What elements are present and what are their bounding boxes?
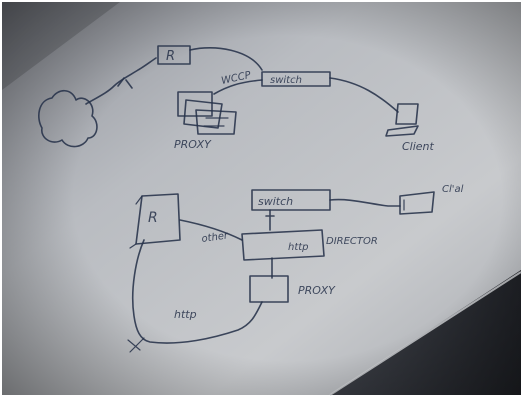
- top-diagram: R WCCP switch PROXY Client: [38, 45, 435, 153]
- router-icon: [135, 193, 181, 245]
- http-loop-label: http: [174, 308, 197, 321]
- http-loop-link: [131, 239, 263, 344]
- proxy-icon: [249, 275, 289, 303]
- director-icon: [241, 229, 325, 261]
- laptop-icon: [399, 191, 435, 215]
- proxy-label: PROXY: [174, 138, 212, 151]
- router-director-link: [179, 219, 243, 241]
- proxy-cluster-icon: [177, 91, 237, 135]
- proxy-label-bottom: PROXY: [298, 284, 336, 297]
- switch-director-link: [265, 209, 275, 231]
- switch-client-link: [329, 77, 399, 113]
- router-label-bottom: R: [148, 210, 158, 226]
- other-label: other: [201, 230, 230, 245]
- switch-icon: [251, 189, 331, 211]
- loop-tick: [127, 337, 145, 353]
- director-box-label: http: [288, 242, 309, 253]
- link-zigzag: [117, 77, 133, 89]
- switch-client-link: [329, 198, 401, 207]
- cloud-icon: [38, 89, 98, 148]
- router-label: R: [166, 49, 175, 64]
- director-label: DIRECTOR: [326, 236, 378, 247]
- switch-label-bottom: switch: [258, 195, 293, 208]
- router-switch-link: [189, 47, 263, 71]
- switch-icon: [261, 71, 331, 87]
- cloud-router-link: [85, 57, 157, 105]
- client-label: Client: [402, 140, 435, 153]
- bottom-diagram: R switch Cl'al http DIRECTOR other PROXY…: [127, 184, 464, 353]
- router-fold: [135, 195, 143, 205]
- router-base: [129, 243, 137, 249]
- client-label-bottom: Cl'al: [442, 184, 464, 195]
- laptop-icon: [385, 103, 419, 137]
- router-icon: [157, 45, 191, 65]
- switch-label: switch: [270, 75, 302, 86]
- switch-proxy-link: [213, 79, 263, 95]
